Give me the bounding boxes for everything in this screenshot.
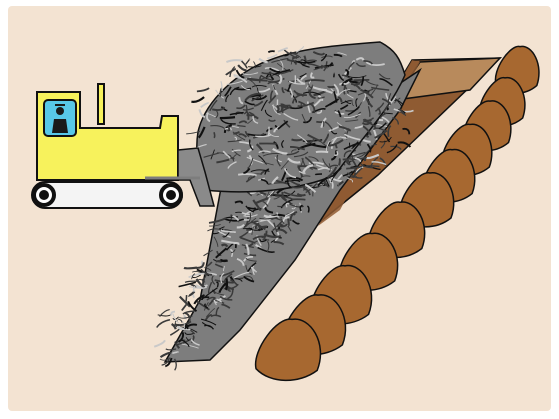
slash-stroke xyxy=(278,215,286,216)
slash-stroke xyxy=(323,121,324,126)
slash-stroke xyxy=(315,174,322,175)
slash-stroke xyxy=(220,117,235,118)
track xyxy=(32,182,182,208)
exhaust-pipe xyxy=(98,84,104,124)
slash-stroke xyxy=(268,51,274,52)
slash-stroke xyxy=(366,166,379,167)
slash-stroke xyxy=(248,208,256,209)
slash-stroke xyxy=(184,268,197,269)
slash-stroke xyxy=(186,295,187,301)
slash-stroke xyxy=(268,127,269,137)
slash-stroke xyxy=(214,132,215,138)
slash-stroke xyxy=(290,53,297,54)
slash-stroke xyxy=(339,159,340,166)
slash-stroke xyxy=(292,199,306,200)
slash-stroke xyxy=(288,218,289,225)
slash-stroke xyxy=(292,139,303,140)
